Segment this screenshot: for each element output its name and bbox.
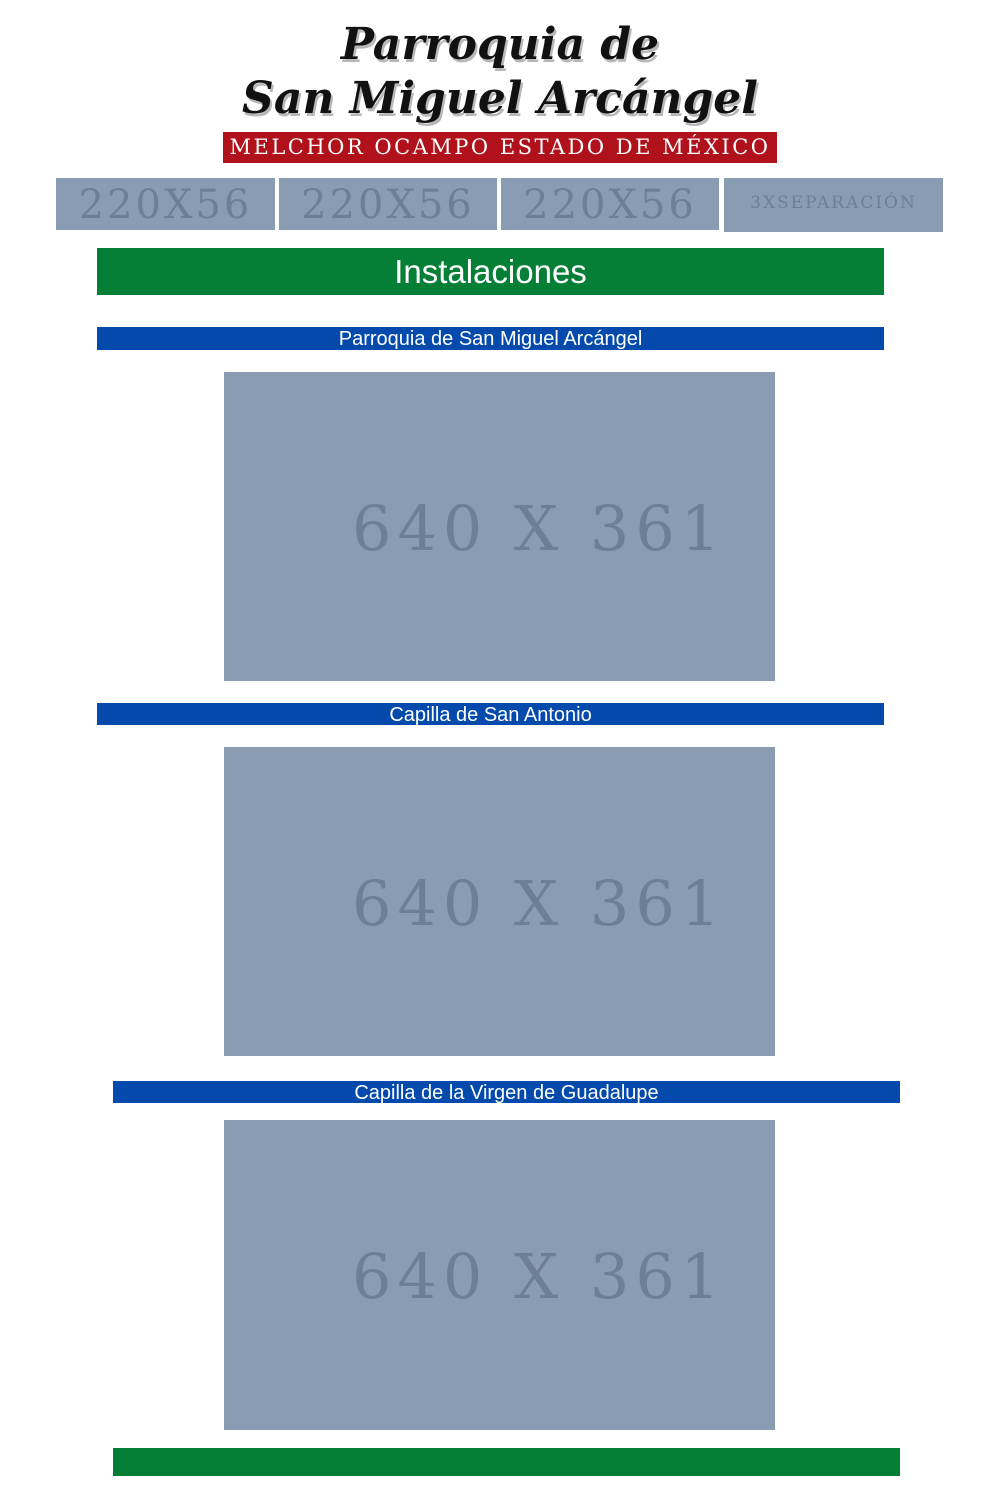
section-title-san-antonio: Capilla de San Antonio (97, 703, 884, 725)
nav-item-1[interactable]: 220X56 (56, 178, 275, 230)
site-title-line-1: Parroquia de (340, 19, 660, 70)
nav-item-4[interactable]: 3XSEPARACIÓN (724, 178, 943, 232)
nav-item-3[interactable]: 220X56 (501, 178, 719, 230)
nav-bar: 220X56 220X56 220X56 3XSEPARACIÓN (0, 178, 1000, 232)
image-placeholder-label: 640 X 361 (352, 867, 727, 940)
image-placeholder-label: 640 X 361 (352, 1240, 727, 1313)
image-placeholder-san-antonio: 640 X 361 (224, 747, 775, 1056)
page-title: Instalaciones (97, 248, 884, 295)
image-placeholder-guadalupe: 640 X 361 (224, 1120, 775, 1430)
site-subtitle: MELCHOR OCAMPO ESTADO DE MÉXICO (223, 132, 777, 163)
section-title-guadalupe: Capilla de la Virgen de Guadalupe (113, 1081, 900, 1103)
image-placeholder-label: 640 X 361 (352, 492, 727, 565)
site-title-line-2: San Miguel Arcángel (242, 73, 758, 124)
nav-item-2[interactable]: 220X56 (279, 178, 497, 230)
footer-bar (113, 1448, 900, 1476)
site-header: Parroquia de San Miguel Arcángel MELCHOR… (0, 18, 1000, 163)
section-title-parroquia: Parroquia de San Miguel Arcángel (97, 327, 884, 350)
image-placeholder-parroquia: 640 X 361 (224, 372, 775, 681)
